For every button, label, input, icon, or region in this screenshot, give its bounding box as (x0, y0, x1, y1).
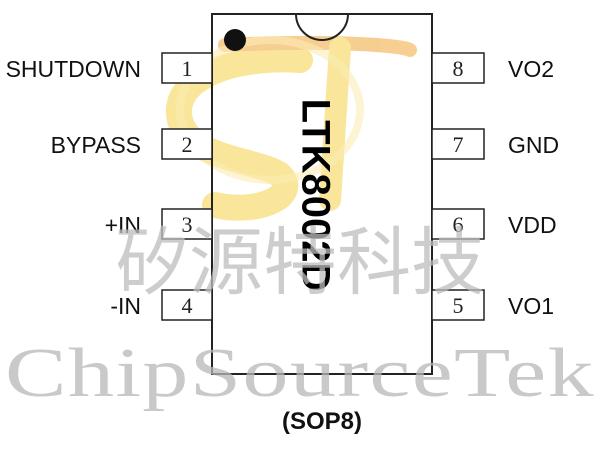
package-label: (SOP8) (282, 408, 362, 435)
left-pins: 1 SHUTDOWN 2 BYPASS 3 +IN 4 -IN (6, 52, 213, 321)
pin-7-number: 7 (453, 132, 464, 157)
watermark-chinese: 矽源特科技 (115, 220, 485, 306)
pin-6-label: VDD (508, 212, 557, 238)
pin-3-lead (161, 208, 213, 240)
pin-4-number: 4 (182, 293, 193, 318)
pin-5-label: VO1 (508, 293, 554, 319)
pin-6-lead (431, 208, 485, 240)
pin-1-label: SHUTDOWN (6, 56, 141, 82)
pin-4-lead (161, 289, 213, 321)
right-pins: 8 VO2 7 GND 6 VDD 5 VO1 (431, 52, 559, 321)
pin-1-number: 1 (182, 56, 193, 81)
pin-3-number: 3 (182, 212, 193, 237)
pin-3-label: +IN (105, 212, 141, 238)
pin-5-number: 5 (453, 293, 464, 318)
pin1-marker-dot (224, 29, 246, 51)
pin-6-number: 6 (453, 212, 464, 237)
pin-8-label: VO2 (508, 56, 554, 82)
pin-8-number: 8 (453, 56, 464, 81)
pin-2-label: BYPASS (51, 132, 141, 158)
pin-4-label: -IN (110, 293, 141, 319)
pin-5-lead (431, 289, 485, 321)
pin-8-lead (431, 52, 485, 84)
chip-body (211, 13, 433, 375)
part-number: LTK8002D (293, 99, 337, 292)
chip-notch (295, 13, 349, 41)
pin-7-lead (431, 128, 485, 160)
watermark-english: ChipSourceTek (5, 335, 595, 412)
pin-1-lead (161, 52, 213, 84)
pin-2-lead (161, 128, 213, 160)
pin-2-number: 2 (182, 132, 193, 157)
pin-7-label: GND (508, 132, 559, 158)
